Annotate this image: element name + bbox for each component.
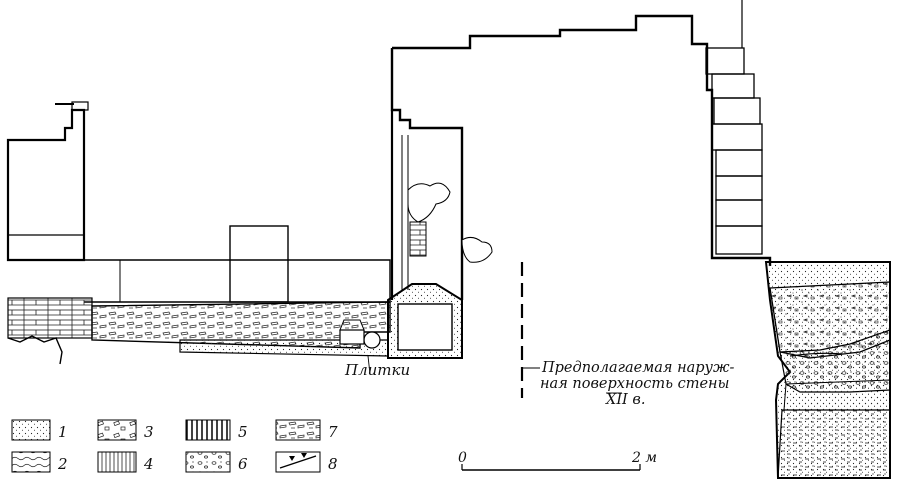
legend-item-7: 7 xyxy=(275,419,338,441)
legend-item-4: 4 xyxy=(97,451,154,473)
svg-text:1: 1 xyxy=(58,423,68,441)
doorway-rubble xyxy=(407,182,493,263)
wall-note-line-3: XII в. xyxy=(605,392,645,408)
scale-bar: 0 2 м xyxy=(458,450,657,471)
legend-item-2: 2 xyxy=(11,451,68,473)
wall-note-line-1: Предполагаемая наруж- xyxy=(541,360,734,376)
legend-item-6: 6 xyxy=(185,451,248,473)
svg-text:2: 2 xyxy=(57,455,68,473)
legend-item-1: 1 xyxy=(11,419,68,441)
wall-note-line-2: ная поверхность стены xyxy=(540,376,729,392)
svg-text:4: 4 xyxy=(143,455,154,473)
tiles-annotation: Плитки xyxy=(344,355,410,379)
scale-end-label: 2 м xyxy=(631,450,657,466)
legend-item-8: 8 xyxy=(275,451,338,473)
legend: 1 2 3 4 5 6 7 8 xyxy=(11,419,338,473)
svg-text:3: 3 xyxy=(144,423,154,441)
legend-item-3: 3 xyxy=(97,419,154,441)
svg-text:5: 5 xyxy=(238,423,248,441)
geological-profile xyxy=(764,261,891,479)
tiles-label: Плитки xyxy=(344,361,410,379)
svg-text:8: 8 xyxy=(328,455,338,473)
wall-note-annotation: Предполагаемая наруж- ная поверхность ст… xyxy=(522,360,734,408)
scale-start-label: 0 xyxy=(458,450,467,466)
legend-item-5: 5 xyxy=(185,419,248,441)
svg-text:6: 6 xyxy=(238,455,248,473)
svg-text:7: 7 xyxy=(328,423,338,441)
brick-layer-left xyxy=(7,297,93,339)
facade-blocks xyxy=(705,47,763,255)
vaulted-chamber xyxy=(387,283,463,359)
main-structure xyxy=(6,0,772,303)
